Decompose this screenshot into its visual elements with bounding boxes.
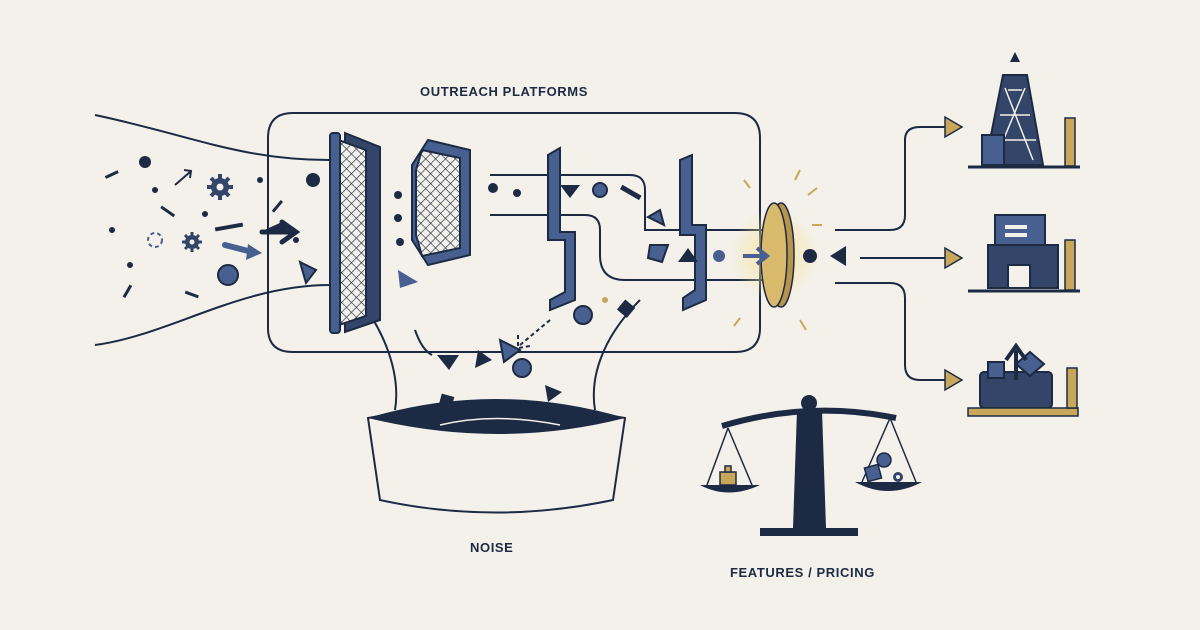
- branch-bottom: [835, 282, 945, 381]
- branch-top: [835, 126, 945, 231]
- label-features-pricing: FEATURES / PRICING: [730, 565, 875, 580]
- filter-mesh-icon: [411, 138, 471, 267]
- label-outreach-platforms: OUTREACH PLATFORMS: [420, 84, 588, 99]
- label-noise: NOISE: [470, 540, 514, 555]
- debris-particles: [394, 182, 846, 266]
- separator-bracket: [547, 146, 707, 312]
- funnel-bin-icon: [366, 399, 627, 514]
- oil-derrick-icon: [968, 52, 1080, 169]
- arrow-icon: [174, 169, 301, 260]
- glow-rays: [733, 169, 822, 331]
- balance-scale-icon: [700, 395, 922, 536]
- noise-chute: [359, 299, 641, 411]
- arrow-heads: [944, 115, 964, 392]
- gold-disc-icon: [760, 202, 795, 308]
- filter-mesh-icon: [329, 131, 381, 334]
- factory-icon: [968, 214, 1080, 293]
- platform-enclosure: [267, 112, 761, 353]
- gear-icon: [182, 174, 233, 252]
- clean-pipe: [490, 174, 770, 281]
- growth-platform-icon: [967, 342, 1079, 417]
